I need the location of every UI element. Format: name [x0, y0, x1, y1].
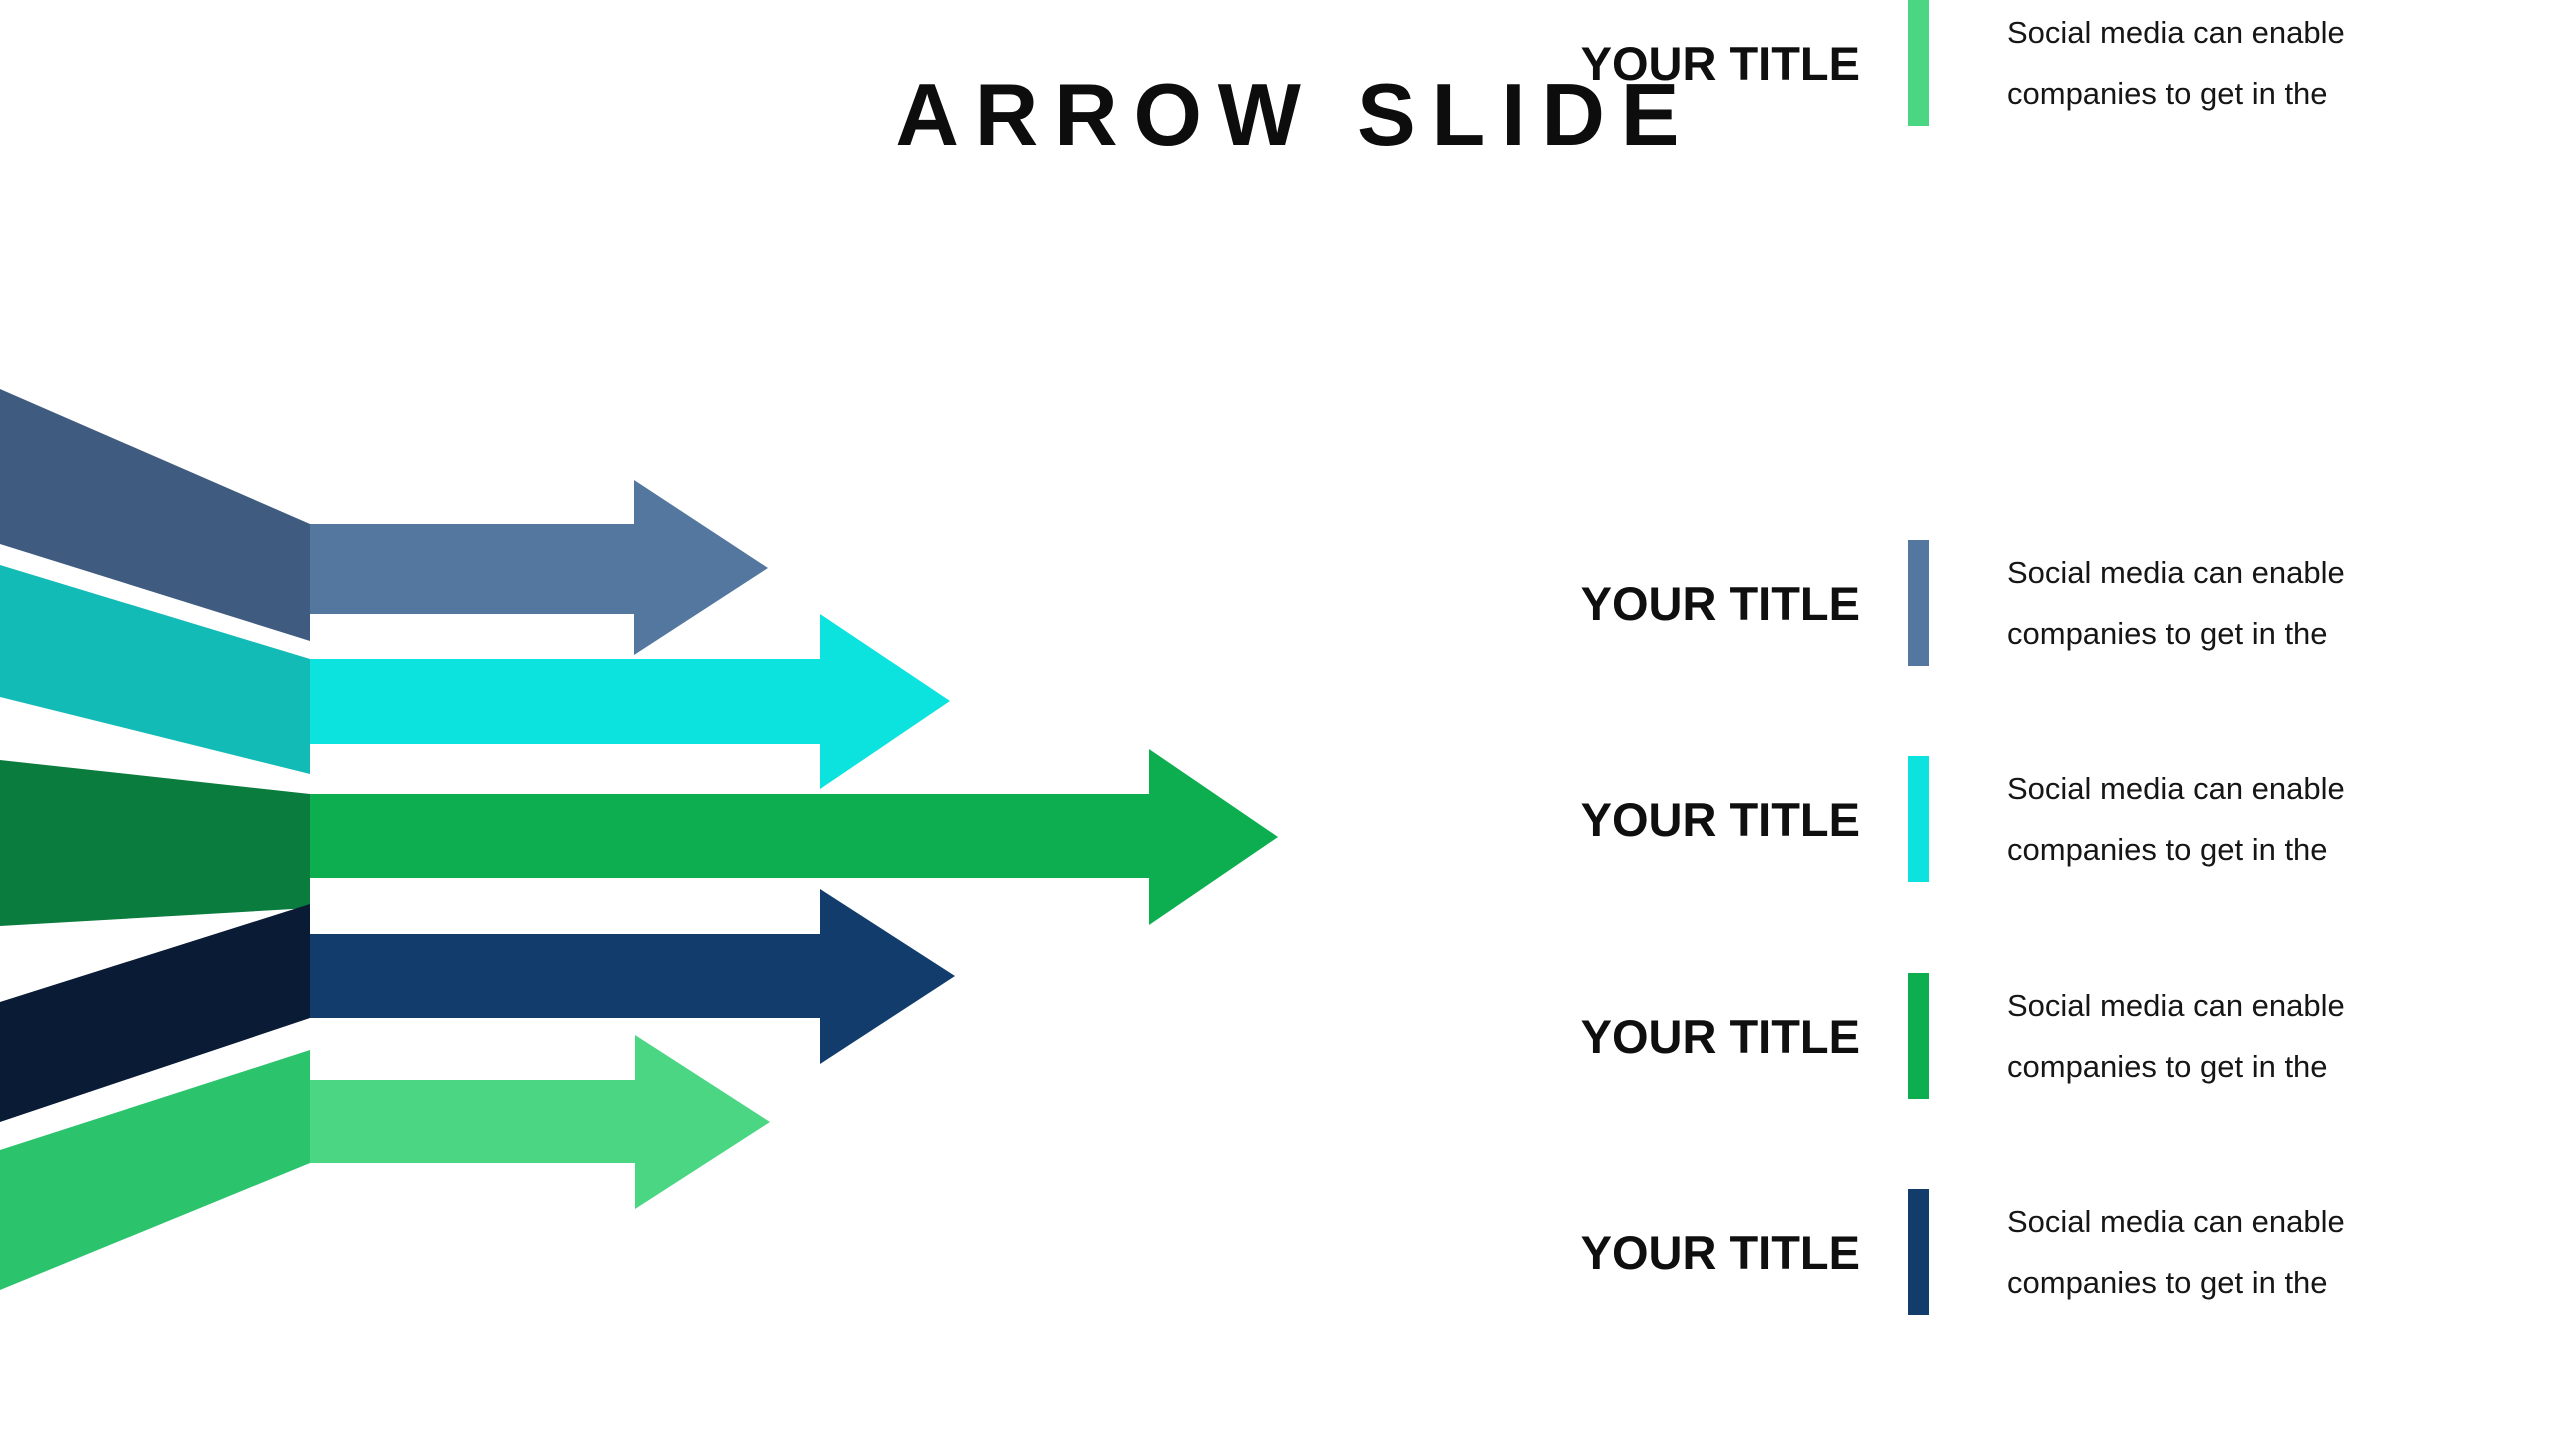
- row-description: Social media can enable companies to get…: [2007, 973, 2345, 1099]
- list-item: YOUR TITLE Social media can enable compa…: [1500, 1189, 2500, 1315]
- slide-title: ARROW SLIDE: [895, 65, 1696, 164]
- row-description: Social media can enable companies to get…: [2007, 540, 2345, 666]
- row-description-line1: Social media can enable: [2007, 555, 2345, 590]
- color-bar: [1908, 973, 1929, 1099]
- list-item: YOUR TITLE Social media can enable compa…: [1500, 756, 2500, 882]
- arrow-2-tail: [0, 565, 310, 774]
- arrow-5-tail: [0, 1050, 310, 1290]
- arrow-4-shaft: [310, 889, 955, 1064]
- arrow-5-shaft: [310, 1035, 770, 1209]
- row-title: YOUR TITLE: [1580, 576, 1860, 630]
- arrow-1-tail: [0, 389, 310, 641]
- list-item: YOUR TITLE Social media can enable compa…: [1500, 0, 2500, 126]
- row-description: Social media can enable companies to get…: [2007, 756, 2345, 882]
- row-description-line2: companies to get in the: [2007, 1265, 2328, 1300]
- color-bar: [1908, 756, 1929, 882]
- row-title: YOUR TITLE: [1580, 1009, 1860, 1063]
- row-title: YOUR TITLE: [1580, 1225, 1860, 1279]
- color-bar: [1908, 0, 1929, 126]
- list-item: YOUR TITLE Social media can enable compa…: [1500, 973, 2500, 1099]
- color-bar: [1908, 1189, 1929, 1315]
- color-bar: [1908, 540, 1929, 666]
- row-description-line1: Social media can enable: [2007, 771, 2345, 806]
- arrow-3-tail: [0, 760, 310, 926]
- row-title: YOUR TITLE: [1580, 792, 1860, 846]
- arrow-3-shaft: [310, 749, 1278, 925]
- arrow-1-shaft: [310, 480, 768, 655]
- row-description: Social media can enable companies to get…: [2007, 0, 2345, 126]
- row-description-line1: Social media can enable: [2007, 988, 2345, 1023]
- arrow-4-tail: [0, 904, 310, 1122]
- row-description: Social media can enable companies to get…: [2007, 1189, 2345, 1315]
- row-description-line1: Social media can enable: [2007, 1204, 2345, 1239]
- arrow-2-shaft: [310, 614, 950, 789]
- row-description-line2: companies to get in the: [2007, 76, 2328, 111]
- row-title: YOUR TITLE: [1580, 36, 1860, 90]
- row-description-line2: companies to get in the: [2007, 1049, 2328, 1084]
- list-item: YOUR TITLE Social media can enable compa…: [1500, 540, 2500, 666]
- row-description-line1: Social media can enable: [2007, 15, 2345, 50]
- row-description-line2: companies to get in the: [2007, 616, 2328, 651]
- row-description-line2: companies to get in the: [2007, 832, 2328, 867]
